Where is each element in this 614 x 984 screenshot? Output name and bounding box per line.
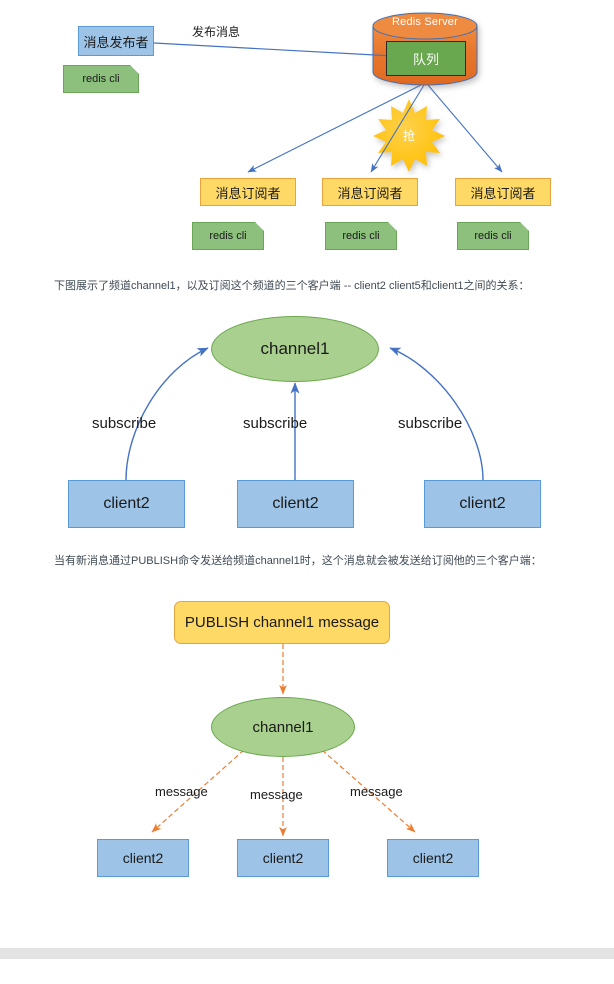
client-label: client2 [122, 850, 164, 866]
client-box-publish-3: client2 [387, 839, 479, 877]
client-box-subscribe-2: client2 [237, 480, 354, 528]
redis-server-labels: Redis Server [373, 13, 477, 85]
client-label: client2 [103, 495, 150, 512]
channel1-ellipse-subscribe: channel1 [211, 316, 379, 382]
subscriber-label: 消息订阅者 [470, 185, 536, 201]
subscriber-cli-label: redis cli [474, 230, 512, 242]
subscribe-label-3: subscribe [398, 415, 463, 432]
queue-label: 队列 [412, 52, 439, 67]
client-label: client2 [459, 495, 506, 512]
client-box-publish-1: client2 [97, 839, 189, 877]
client-box-publish-2: client2 [237, 839, 329, 877]
subscriber-box-1: 消息订阅者 [200, 178, 296, 206]
subscriber-cli-note-1: redis cli [192, 222, 264, 250]
publish-command-box: PUBLISH channel1 message [174, 601, 390, 644]
subscriber-cli-label: redis cli [342, 230, 380, 242]
client-label: client2 [272, 495, 319, 512]
caption-publish-flow: 当有新消息通过PUBLISH命令发送给频道channel1时，这个消息就会被发送… [54, 555, 542, 567]
subscriber-label: 消息订阅者 [337, 185, 403, 201]
publisher-cli-label: redis cli [82, 73, 120, 85]
client-label: client2 [412, 850, 454, 866]
footer-divider-band [0, 948, 614, 959]
burst-label: 抢 [402, 129, 415, 143]
publish-command-label: PUBLISH channel1 message [184, 614, 380, 631]
channel1-label: channel1 [252, 718, 314, 736]
message-label-3: message [350, 784, 403, 799]
subscriber-cli-label: redis cli [209, 230, 247, 242]
queue-box: 队列 [386, 41, 466, 76]
caption-channel-relationship: 下图展示了频道channel1，以及订阅这个频道的三个客户端 -- client… [54, 280, 530, 292]
subscriber-box-2: 消息订阅者 [322, 178, 418, 206]
channel1-ellipse-publish: channel1 [211, 697, 355, 757]
subscriber-label: 消息订阅者 [215, 185, 281, 201]
subscribe-label-1: subscribe [92, 415, 157, 432]
message-label-1: message [155, 784, 208, 799]
client-label: client2 [262, 850, 304, 866]
message-label-2: message [250, 787, 303, 802]
subscriber-box-3: 消息订阅者 [455, 178, 551, 206]
publish-edge-label: 发布消息 [192, 25, 241, 39]
subscribe-arrow-1 [125, 347, 209, 481]
publisher-label: 消息发布者 [83, 34, 149, 50]
publisher-box: 消息发布者 [78, 26, 154, 56]
subscribe-label-2: subscribe [243, 415, 308, 432]
channel1-label: channel1 [260, 339, 330, 358]
client-box-subscribe-3: client2 [424, 480, 541, 528]
subscriber-cli-note-2: redis cli [325, 222, 397, 250]
subscriber-cli-note-3: redis cli [457, 222, 529, 250]
subscribe-arrow-3 [389, 347, 484, 481]
publisher-cli-note: redis cli [63, 65, 139, 93]
redis-server-label: Redis Server [392, 16, 458, 28]
client-box-subscribe-1: client2 [68, 480, 185, 528]
